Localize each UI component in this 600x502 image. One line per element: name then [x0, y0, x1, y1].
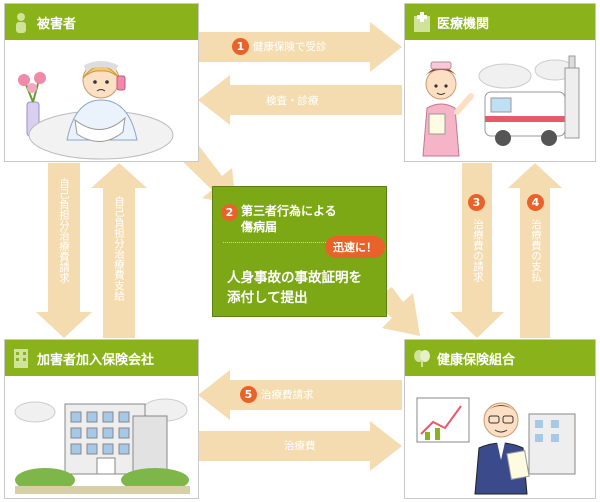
- injured-patient-illustration: [18, 61, 174, 160]
- report-body-line1: 人身事故の事故証明を: [227, 270, 362, 286]
- arrow-5: [198, 370, 402, 420]
- arrow-4-badge-wrap: 4: [527, 194, 548, 211]
- arrow-self-claim-text: 自己負担分治療費請求: [58, 178, 70, 283]
- arrow-fee-label: 治療費: [284, 438, 316, 453]
- step-4-badge: 4: [527, 194, 544, 211]
- insurer-title: 加害者加入保険会社: [37, 352, 155, 368]
- arrow-4-text: 治療費の支払: [530, 219, 542, 282]
- union-box: 健康保険組合: [404, 339, 596, 499]
- arrow-exam-label: 検査・診療: [266, 93, 319, 108]
- insurer-box: 加害者加入保険会社: [4, 339, 199, 499]
- nurse-ambulance-illustration: [422, 55, 580, 157]
- arrow-self-claim: [36, 163, 92, 338]
- arrow-5-text: 治療費請求: [261, 389, 314, 401]
- arrow-exam-text: 検査・診療: [266, 95, 319, 107]
- arrow-3-badge-wrap: 3: [468, 194, 489, 211]
- hospital-icon: [414, 12, 430, 32]
- victim-box: 被害者: [4, 3, 199, 162]
- arrow-1-text: 健康保険で受診: [253, 41, 327, 53]
- victim-header: 被害者: [5, 4, 198, 40]
- arrow-3: [450, 163, 504, 338]
- insurance-building-illustration: [14, 398, 190, 494]
- step-1-badge: 1: [232, 38, 249, 55]
- arrow-5-label: 5 治療費請求: [240, 386, 314, 403]
- step-2-badge: 2: [221, 204, 238, 221]
- medical-box: 医療機関: [404, 3, 596, 162]
- step-5-badge: 5: [240, 386, 257, 403]
- arrow-fee-text: 治療費: [284, 440, 316, 452]
- person-icon: [16, 13, 26, 33]
- report-title-line2: 傷病届: [241, 220, 278, 234]
- report-separator: [223, 242, 376, 243]
- step-3-badge: 3: [468, 194, 485, 211]
- report-title: 第三者行為による 傷病届: [241, 203, 337, 235]
- arrow-exam: [198, 75, 402, 125]
- arrow-3-text: 治療費の請求: [472, 219, 484, 282]
- officer-chart-illustration: [416, 397, 576, 495]
- third-party-report-box: 2 第三者行為による 傷病届 迅速に！ 人身事故の事故証明を 添付して提出: [212, 186, 387, 317]
- union-title: 健康保険組合: [437, 352, 516, 368]
- arrow-1: [198, 22, 402, 72]
- insurer-header: 加害者加入保険会社: [5, 340, 198, 376]
- victim-title: 被害者: [37, 16, 77, 32]
- report-title-line1: 第三者行為による: [241, 204, 337, 218]
- leaf-icon: [414, 350, 430, 367]
- arrow-self-pay: [91, 163, 147, 338]
- report-body: 人身事故の事故証明を 添付して提出: [227, 268, 362, 308]
- arrow-fee: [198, 421, 402, 471]
- arrow-4: [508, 163, 562, 338]
- report-body-line2: 添付して提出: [227, 290, 308, 306]
- arrow-1-label: 1 健康保険で受診: [232, 38, 327, 55]
- medical-title: 医療機関: [437, 16, 490, 32]
- medical-header: 医療機関: [405, 4, 595, 40]
- arrow-self-pay-text: 自己負担分治療費支給: [113, 196, 125, 301]
- building-icon: [14, 349, 28, 368]
- union-header: 健康保険組合: [405, 340, 595, 376]
- urgent-badge: 迅速に！: [325, 236, 385, 258]
